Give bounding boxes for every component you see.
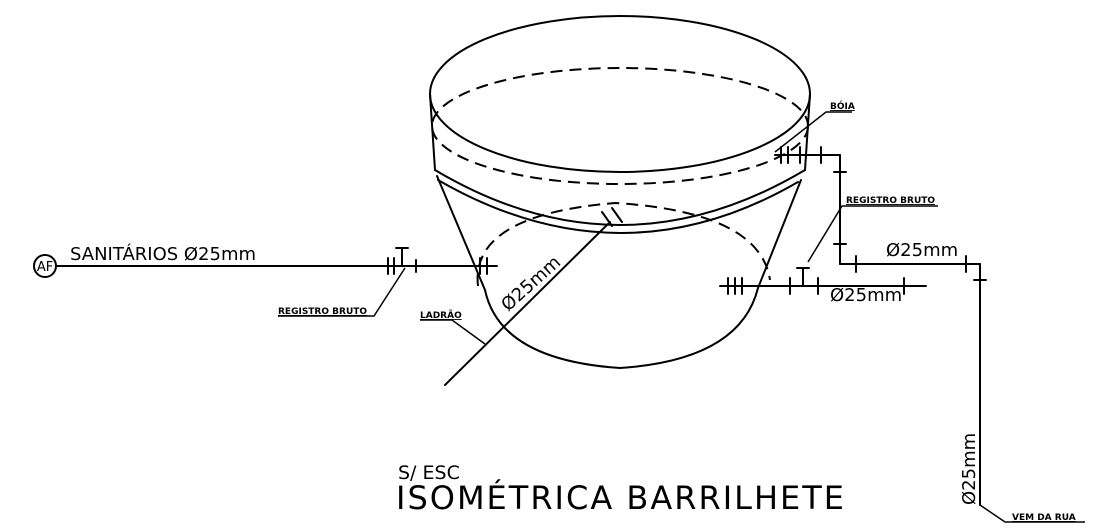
vem-da-rua-leader: [979, 504, 1085, 523]
registro-bruto-left-label: REGISTRO BRUTO: [278, 307, 367, 317]
tank-top-rim: [429, 15, 811, 173]
supply-pipe: BÓIA REGISTRO BRUTO Ø25mm Ø25mm VEM DA R…: [719, 100, 1085, 523]
tank-bottom-hidden: [476, 201, 771, 287]
vem-da-rua-label: VEM DA RUA: [1012, 513, 1076, 523]
ladrao-label: LADRÃO: [420, 310, 462, 321]
ladrao-diameter-label: Ø25mm: [497, 252, 565, 316]
pipe-vertical-label: Ø25mm: [959, 433, 980, 505]
tank-water-level: [431, 67, 809, 185]
tank-cone-left: [436, 175, 486, 291]
ladrao-leader: [420, 319, 486, 345]
sanitarios-pipe: AF SANITÁRIOS Ø25mm REGISTRO BRUTO: [33, 243, 498, 317]
pipe-upper-right-label: Ø25mm: [886, 240, 958, 261]
water-tank: [429, 15, 811, 370]
registro-left-leader: [278, 267, 406, 317]
tank-side-left: [429, 93, 436, 171]
drawing-title: ISOMÉTRICA BARRILHETE: [396, 479, 846, 517]
registro-bruto-right-label: REGISTRO BRUTO: [846, 196, 935, 206]
sanitarios-label: SANITÁRIOS Ø25mm: [70, 243, 256, 265]
tank-cone-right: [757, 179, 802, 289]
ladrao-pipe: LADRÃO Ø25mm: [420, 207, 623, 386]
af-label: AF: [37, 260, 53, 275]
registro-right-leader: [807, 205, 938, 263]
tank-band: [437, 179, 799, 234]
tank-cylinder-base: [434, 169, 806, 226]
pipe-lower-right-label: Ø25mm: [830, 285, 902, 306]
tank-side-right: [804, 93, 811, 171]
boia-label: BÓIA: [830, 100, 855, 112]
scale-label: S/ ESC: [398, 462, 460, 484]
boia-leader: [774, 111, 852, 153]
